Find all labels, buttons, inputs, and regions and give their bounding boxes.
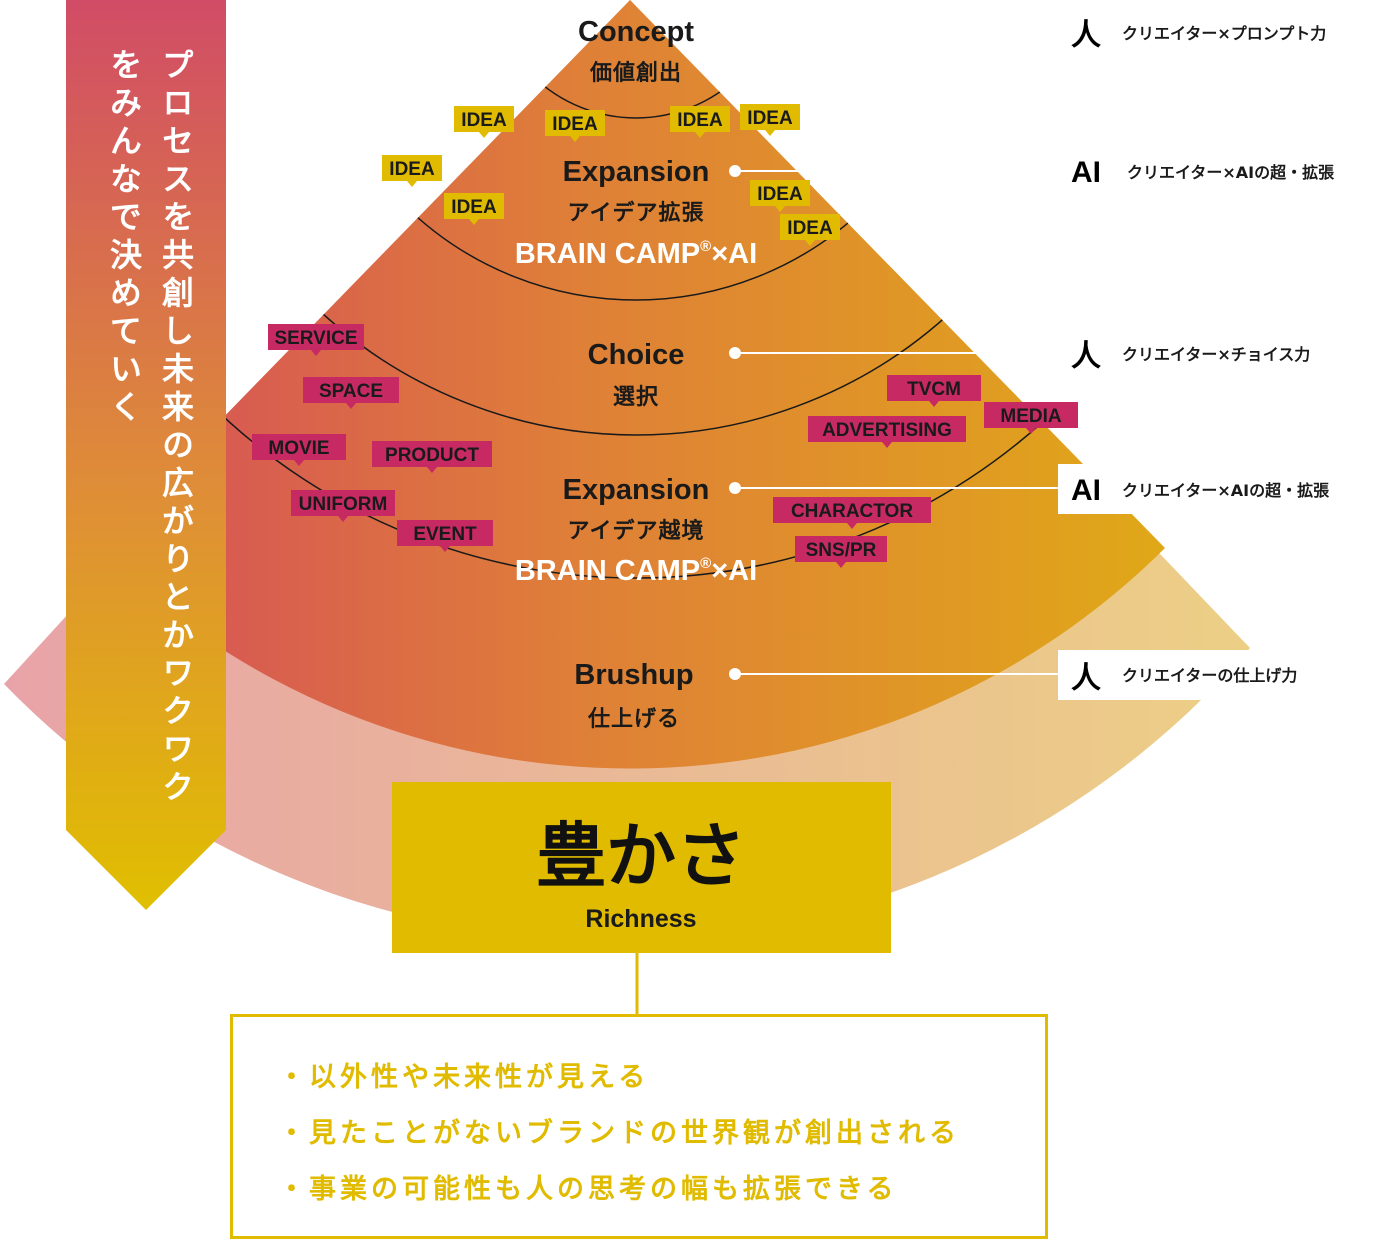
category-tag-label: EVENT <box>413 524 477 545</box>
idea-tag-label: IDEA <box>461 110 507 131</box>
role-text: クリエイター×AIの超・拡張 <box>1127 163 1335 182</box>
idea-tag: IDEA <box>545 110 605 142</box>
role-text: クリエイターの仕上げ力 <box>1122 666 1297 685</box>
banner-text: プロセスを共創し未来の広がりとかワクワクをみんなで決めていく <box>105 48 195 808</box>
idea-tags: IDEA IDEA IDEA IDEA IDEA IDEA IDEA IDEA <box>382 104 840 246</box>
role-bar <box>1058 464 1386 514</box>
idea-tag-label: IDEA <box>451 197 497 218</box>
category-tag-label: SNS/PR <box>806 540 877 561</box>
stage-title: Concept <box>578 16 694 48</box>
idea-tag-label: IDEA <box>552 114 598 135</box>
role-symbol: 人 <box>1071 340 1101 373</box>
idea-tag-label: IDEA <box>787 218 833 239</box>
brain-camp-label: BRAIN CAMP®×AI <box>515 555 757 587</box>
category-tag-label: SPACE <box>319 381 383 402</box>
brain-camp-label: BRAIN CAMP®×AI <box>515 238 757 270</box>
category-tag-label: MOVIE <box>268 438 329 459</box>
stage-subtitle: 仕上げる <box>587 707 680 732</box>
stage-arcs <box>96 0 1165 579</box>
category-tag: MOVIE <box>252 434 346 466</box>
idea-tag: IDEA <box>670 106 730 138</box>
category-tag: SERVICE <box>268 324 364 356</box>
category-tag: PRODUCT <box>372 441 492 473</box>
category-tag-label: UNIFORM <box>299 494 388 515</box>
stage-subtitle: 選択 <box>613 385 659 410</box>
category-tag-label: SERVICE <box>274 328 357 349</box>
connector-lines <box>714 30 1060 675</box>
category-tag: TVCM <box>887 375 981 407</box>
connector-dots <box>708 25 741 680</box>
stage-title: Expansion <box>563 156 710 188</box>
idea-tag-label: IDEA <box>677 110 723 131</box>
richness-subtitle: Richness <box>585 905 697 933</box>
idea-tag: IDEA <box>750 180 810 212</box>
category-tag-label: ADVERTISING <box>822 420 952 441</box>
benefit-item: ・見たことがないブランドの世界観が創出される <box>278 1118 960 1149</box>
benefits-box: ・以外性や未来性が見える ・見たことがないブランドの世界観が創出される ・事業の… <box>230 1014 1048 1239</box>
role-symbol: 人 <box>1071 662 1101 695</box>
category-tag-label: CHARACTOR <box>791 501 913 522</box>
stage-subtitle: アイデア越境 <box>568 518 705 544</box>
category-tag-label: MEDIA <box>1000 406 1062 427</box>
category-tag-label: PRODUCT <box>385 445 479 466</box>
stage-subtitle: アイデア拡張 <box>568 200 705 226</box>
idea-tag-label: IDEA <box>747 108 793 129</box>
role-text: クリエイター×プロンプト力 <box>1122 24 1326 43</box>
richness-title: 豊かさ <box>536 815 746 897</box>
idea-tag: IDEA <box>444 193 504 225</box>
idea-tag: IDEA <box>382 155 442 187</box>
stage-title: Choice <box>588 339 685 371</box>
category-tag: ADVERTISING <box>808 416 966 448</box>
idea-tag-label: IDEA <box>389 159 435 180</box>
idea-tag: IDEA <box>454 106 514 138</box>
role-text: クリエイター×AIの超・拡張 <box>1122 481 1330 500</box>
richness-box <box>392 782 891 953</box>
category-tag: EVENT <box>397 520 493 552</box>
category-tag: SPACE <box>303 377 399 409</box>
category-tag-label: TVCM <box>907 379 961 400</box>
benefit-item: ・以外性や未来性が見える <box>278 1062 650 1093</box>
category-tags: SERVICE SPACE MOVIE PRODUCT UNIFORM EVENT TVCM… <box>252 324 1078 568</box>
category-tag: CHARACTOR <box>773 497 931 529</box>
category-tag: UNIFORM <box>291 490 395 522</box>
role-text: クリエイター×チョイス力 <box>1122 345 1310 364</box>
category-tag: SNS/PR <box>795 536 887 568</box>
idea-tag-label: IDEA <box>757 184 803 205</box>
benefit-item: ・事業の可能性も人の思考の幅も拡張できる <box>278 1174 898 1205</box>
role-symbol: AI <box>1071 156 1101 189</box>
stage-subtitle: 価値創出 <box>589 61 682 86</box>
process-banner <box>66 0 226 910</box>
main-fan <box>96 0 1165 769</box>
role-bar <box>1058 650 1386 700</box>
idea-tag: IDEA <box>740 104 800 136</box>
stage-title: Expansion <box>563 474 710 506</box>
role-symbol: 人 <box>1071 19 1101 52</box>
stage-title: Brushup <box>574 659 693 691</box>
idea-tag: IDEA <box>780 214 840 246</box>
category-tag: MEDIA <box>984 402 1078 434</box>
role-symbol: AI <box>1071 474 1101 507</box>
